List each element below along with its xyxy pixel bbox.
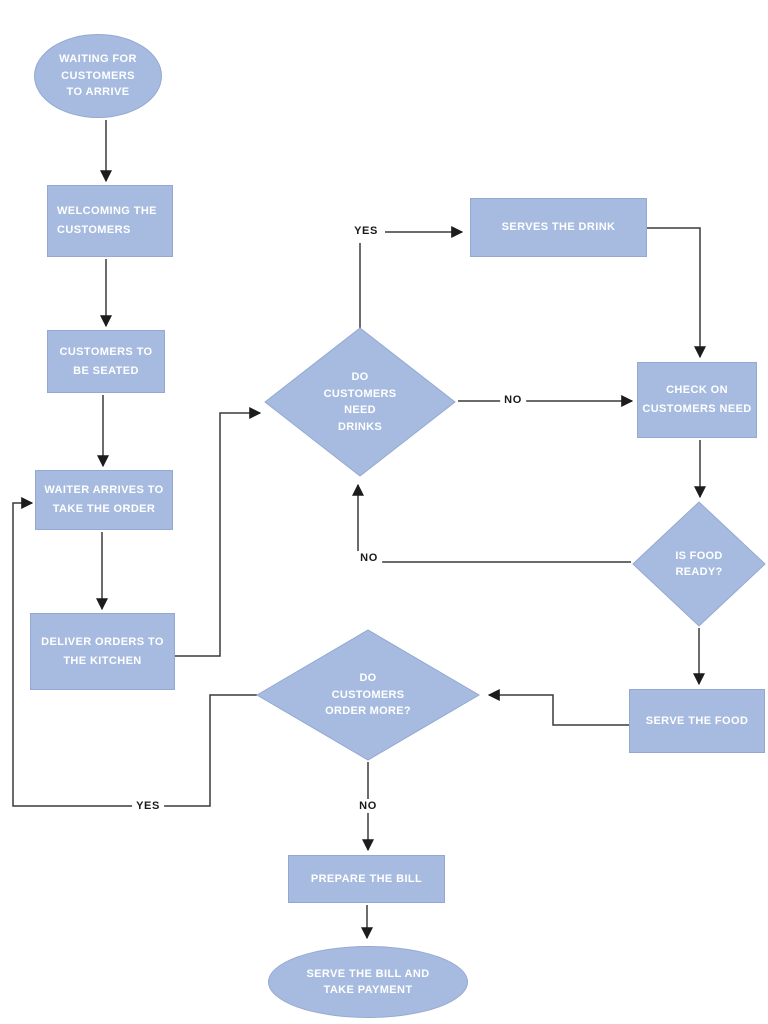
node-serve-bill-take-payment: SERVE THE BILL AND TAKE PAYMENT: [268, 946, 468, 1018]
node-deliver-orders-to-kitchen: DELIVER ORDERS TO THE KITCHEN: [30, 613, 175, 690]
node-serve-the-food: SERVE THE FOOD: [629, 689, 765, 753]
edge-serve-food-to-order-more: [487, 689, 629, 726]
edge-kitchen-to-need-drinks: [175, 407, 262, 657]
edge-food-ready-no-to-need-drinks: [352, 483, 631, 563]
node-waiter-arrives-take-order: WAITER ARRIVES TO TAKE THE ORDER: [35, 470, 173, 530]
decision-need-drinks-text: DO CUSTOMERS NEED DRINKS: [323, 371, 397, 433]
node-customers-to-be-seated: CUSTOMERS TO BE SEATED: [47, 330, 165, 393]
decision-need-drinks-shape: [264, 327, 456, 477]
edge-serves-drink-to-check-on: [647, 227, 706, 359]
label-yes-order-more: YES: [132, 799, 164, 813]
node-waiting-for-customers: WAITING FOR CUSTOMERS TO ARRIVE: [34, 34, 162, 118]
node-prepare-the-bill: PREPARE THE BILL: [288, 855, 445, 903]
label-no-food: NO: [356, 551, 382, 565]
label-no-order-more: NO: [355, 799, 381, 813]
node-welcoming-the-customers: WELCOMING THE CUSTOMERS: [47, 185, 173, 257]
node-check-on-customers-need: CHECK ON CUSTOMERS NEED: [637, 362, 757, 438]
decision-food-ready-text: IS FOOD READY?: [675, 549, 723, 579]
decision-order-more-text: DO CUSTOMERS ORDER MORE?: [325, 672, 411, 718]
decision-order-more-shape: [256, 629, 480, 761]
node-serves-the-drink: SERVES THE DRINK: [470, 198, 647, 257]
label-no-drinks: NO: [500, 393, 526, 407]
decision-food-ready-shape: [632, 501, 766, 627]
edge-order-more-yes-to-waiter: [12, 497, 257, 807]
label-yes-drinks: YES: [350, 224, 382, 238]
